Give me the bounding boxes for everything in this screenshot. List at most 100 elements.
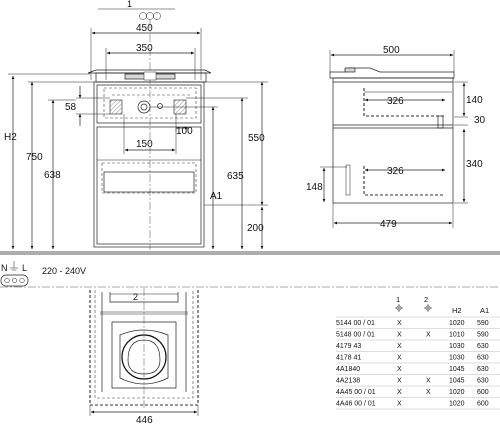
table-header-2: 2 xyxy=(424,295,428,304)
table-header-a1: A1 xyxy=(480,306,489,315)
cell-a1: 590 xyxy=(477,320,489,327)
tap-symbol-top xyxy=(139,12,161,20)
lower-drawer xyxy=(96,126,202,245)
cell-code: 4A45 00 / 01 xyxy=(336,389,376,396)
pipe-left xyxy=(109,99,123,115)
tap-block xyxy=(143,71,157,81)
cell-col1: X xyxy=(397,332,402,339)
cell-a1: 630 xyxy=(477,355,489,362)
dim-a1: A1 xyxy=(210,191,223,202)
plan-bowl-frame xyxy=(111,321,177,389)
table-row: 4A2138 X X 1045 630 xyxy=(336,378,500,387)
cell-code: 4A2138 xyxy=(336,378,360,385)
table-row: 4A46 00 / 01 X 1020 600 xyxy=(336,401,500,410)
side-view: 500 326 326 140 30 340 xyxy=(306,45,486,230)
table-row: 4179 43 X 1030 630 xyxy=(336,343,500,352)
tap-icon-col1 xyxy=(395,304,403,312)
tap-icon-col2 xyxy=(424,304,432,312)
cell-col2: X xyxy=(426,378,431,385)
cell-code: 4A1840 xyxy=(336,366,360,373)
cell-col1: X xyxy=(397,320,402,327)
callout-2-plan: 2 xyxy=(133,292,138,302)
table-row: 5148 00 / 01 X X 1010 590 xyxy=(336,332,500,341)
cell-col1: X xyxy=(397,401,402,408)
dim-100: 100 xyxy=(176,126,193,137)
lower-drawer-inner xyxy=(101,162,197,194)
cell-a1: 630 xyxy=(477,366,489,373)
side-upper-drawer xyxy=(363,88,445,117)
dim-479: 479 xyxy=(380,219,397,230)
dim-200: 200 xyxy=(247,223,264,234)
cell-h2: 1045 xyxy=(449,366,465,373)
cell-col1: X xyxy=(397,378,402,385)
cell-a1: 630 xyxy=(477,343,489,350)
table-row: 4178 41 X 1030 630 xyxy=(336,355,500,364)
cell-h2: 1030 xyxy=(449,355,465,362)
dim-450: 450 xyxy=(136,23,153,34)
dim-446: 446 xyxy=(136,415,153,426)
cell-code: 4A46 00 / 01 xyxy=(336,401,376,408)
cell-h2: 1030 xyxy=(449,343,465,350)
dim-326-lower: 326 xyxy=(387,166,404,177)
cell-col1: X xyxy=(397,366,402,373)
side-cabinet xyxy=(332,77,454,204)
cell-h2: 1010 xyxy=(449,332,465,339)
cell-code: 4179 43 xyxy=(336,343,361,350)
cell-a1: 590 xyxy=(477,332,489,339)
side-handle xyxy=(437,115,444,129)
plan-outline xyxy=(89,290,199,406)
table-header-h2: H2 xyxy=(452,306,462,315)
cell-col2: X xyxy=(426,389,431,396)
side-lower-drawer xyxy=(363,166,445,196)
table-row: 4A1840 X 1045 630 xyxy=(336,366,500,375)
cell-h2: 1045 xyxy=(449,378,465,385)
table-row: 4A45 00 / 01 X X 1020 600 xyxy=(336,389,500,398)
callout-1-top: 1 xyxy=(127,0,132,9)
dim-h2: H2 xyxy=(4,132,17,143)
cell-h2: 1020 xyxy=(449,320,465,327)
upper-drawer xyxy=(96,84,202,124)
dim-58: 58 xyxy=(65,102,77,113)
cell-a1: 600 xyxy=(477,401,489,408)
plan-view: 2 446 xyxy=(89,288,199,426)
cell-code: 5144 00 / 01 xyxy=(336,320,375,327)
dim-550: 550 xyxy=(248,133,265,144)
cell-h2: 1020 xyxy=(449,389,465,396)
table-row: 5144 00 / 01 X 1020 590 xyxy=(336,320,500,329)
dim-350: 350 xyxy=(136,43,153,54)
cell-col1: X xyxy=(397,389,402,396)
dim-140: 140 xyxy=(466,95,483,106)
dim-340: 340 xyxy=(466,159,483,170)
front-cabinet xyxy=(93,81,205,248)
plug-label-n: N xyxy=(1,263,8,273)
cell-col1: X xyxy=(397,355,402,362)
drain-pipe xyxy=(137,100,151,114)
cell-h2: 1020 xyxy=(449,401,465,408)
plan-drain-inner xyxy=(127,339,161,375)
voltage-label: 220 - 240V xyxy=(42,266,86,276)
dim-30: 30 xyxy=(474,115,486,126)
front-view: 1 450 350 xyxy=(4,0,268,250)
dim-500: 500 xyxy=(383,45,400,56)
dim-638: 638 xyxy=(44,170,61,181)
cell-a1: 600 xyxy=(477,389,489,396)
dim-326-upper: 326 xyxy=(387,96,404,107)
dim-150: 150 xyxy=(136,139,153,150)
plug-symbol: N L 220 - 240V xyxy=(0,261,86,287)
socket-icon xyxy=(0,274,29,287)
dim-148: 148 xyxy=(306,182,323,193)
cell-col1: X xyxy=(397,343,402,350)
lower-drawer-box xyxy=(103,171,195,193)
cell-col2: X xyxy=(426,332,431,339)
plug-label-l: L xyxy=(22,263,27,273)
cell-code: 5148 00 / 01 xyxy=(336,332,375,339)
dim-635: 635 xyxy=(227,171,244,182)
table-header-1: 1 xyxy=(396,295,400,304)
ground-icon xyxy=(10,261,18,271)
cell-a1: 630 xyxy=(477,378,489,385)
dim-750: 750 xyxy=(26,152,43,163)
siphon-cutout xyxy=(103,87,197,119)
cell-code: 4178 41 xyxy=(336,355,361,362)
